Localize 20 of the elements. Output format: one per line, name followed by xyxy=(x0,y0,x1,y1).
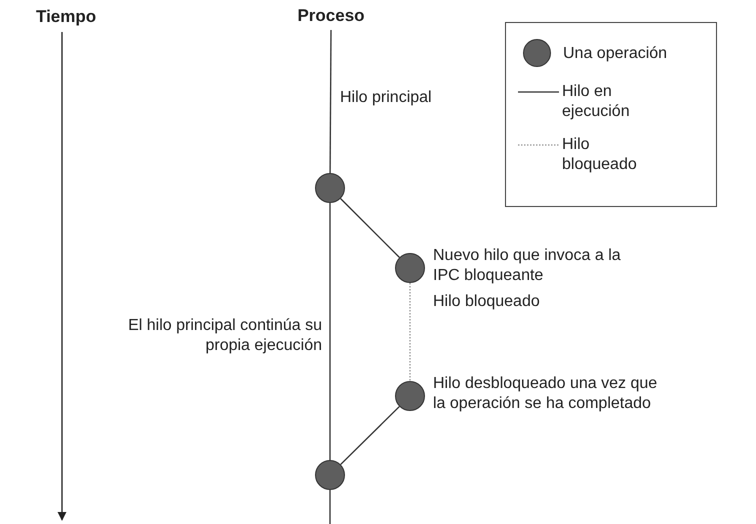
thread-line xyxy=(340,406,400,465)
thread-label: El hilo principal continúa su propia ejecución xyxy=(127,316,322,356)
process-heading: Proceso xyxy=(296,6,366,26)
thread-line xyxy=(329,30,332,173)
operation-circle xyxy=(395,253,425,283)
node-caption: Hilo desbloqueado una vez que la operación se ha completado xyxy=(433,374,658,414)
node-caption: Nuevo hilo que invoca a la IPC bloqueante xyxy=(433,246,622,286)
operation-circle xyxy=(315,173,345,203)
legend-text: Una operación xyxy=(563,44,668,64)
operation-circle xyxy=(315,460,345,490)
thread-line xyxy=(329,490,331,524)
thread-line xyxy=(329,203,331,460)
thread-label: Hilo principal xyxy=(340,88,432,108)
thread-line xyxy=(340,198,400,258)
dotted-line xyxy=(409,283,411,381)
operation-circle xyxy=(395,381,425,411)
legend-text: Hilo en ejecución xyxy=(562,82,631,122)
thread-label: Hilo bloqueado xyxy=(433,292,540,312)
axis-title: Tiempo xyxy=(36,7,96,27)
legend-text: Hilo bloqueado xyxy=(562,135,638,175)
